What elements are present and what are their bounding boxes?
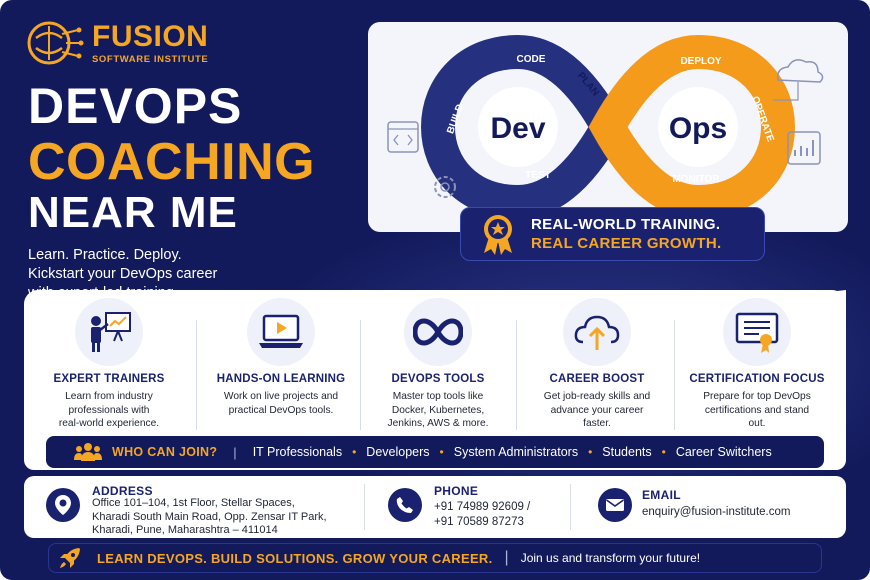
- dev-word: Dev: [490, 112, 545, 145]
- feature-title: CAREER BOOST: [549, 373, 645, 385]
- feature-title: EXPERT TRAINERS: [53, 373, 165, 385]
- contact-section: ADDRESS Office 101–104, 1st Floor, Stell…: [24, 476, 846, 538]
- brand-logo: FUSION SOFTWARE INSTITUTE: [24, 18, 208, 68]
- cloud-icon: [773, 59, 824, 101]
- phone-title: PHONE: [434, 484, 479, 498]
- gear-icon: [434, 176, 456, 198]
- stage-code: CODE: [517, 54, 546, 65]
- contact-divider: [570, 484, 571, 530]
- bullet-dot: •: [439, 445, 444, 459]
- phone-icon: [388, 488, 422, 522]
- feature-title: DEVOPS TOOLS: [391, 373, 485, 385]
- feature-desc: Prepare for top DevOps certifications an…: [703, 391, 811, 429]
- rocket-icon: [60, 548, 80, 568]
- brand-name: FUSION: [92, 19, 209, 53]
- ops-word: Ops: [669, 112, 727, 145]
- who-can-join-bar: WHO CAN JOIN? | IT Professionals • Devel…: [46, 436, 824, 468]
- tagline-line-1: Learn. Practice. Deploy.: [28, 247, 182, 263]
- feature-divider: [360, 320, 361, 430]
- separator: |: [233, 444, 237, 460]
- feature-desc: Work on live projects and practical DevO…: [223, 391, 339, 416]
- code-window-icon: [387, 121, 419, 153]
- training-badge: REAL-WORLD TRAINING. REAL CAREER GROWTH.: [460, 207, 765, 261]
- feature-career-boost: CAREER BOOST Get job-ready skills and ad…: [516, 298, 678, 431]
- address-text: Office 101–104, 1st Floor, Stellar Space…: [92, 497, 327, 536]
- infinity-icon: [413, 318, 463, 346]
- feature-divider: [674, 320, 675, 430]
- audience-item: Career Switchers: [675, 445, 772, 459]
- feature-title: HANDS-ON LEARNING: [216, 373, 346, 385]
- mail-icon: [598, 488, 632, 522]
- bullet-dot: •: [661, 445, 666, 459]
- feature-title: CERTIFICATION FOCUS: [689, 373, 825, 385]
- contact-divider: [364, 484, 365, 530]
- laptop-play-icon: [259, 314, 303, 348]
- separator: |: [504, 549, 509, 566]
- phone-numbers: +91 74989 92609 / +91 70589 87273: [434, 500, 530, 529]
- feature-desc: Master top tools like Docker, Kubernetes…: [387, 391, 489, 429]
- audience-item: Students: [602, 445, 652, 459]
- chart-icon: [787, 131, 821, 165]
- feature-desc: Learn from industry professionals with r…: [58, 391, 160, 429]
- feature-hands-on-learning: HANDS-ON LEARNING Work on live projects …: [200, 298, 362, 417]
- audience-item: System Administrators: [453, 445, 579, 459]
- feature-divider: [516, 320, 517, 430]
- stage-test: TEST: [525, 170, 551, 181]
- badge-line-2: REAL CAREER GROWTH.: [531, 235, 722, 252]
- medal-icon: [484, 215, 512, 255]
- certificate-icon: [735, 312, 779, 353]
- location-pin-icon: [46, 488, 80, 522]
- headline-line-3: NEAR ME: [28, 188, 238, 237]
- bullet-dot: •: [352, 445, 357, 459]
- tagline-line-2: Kickstart your DevOps career: [28, 266, 218, 282]
- email-address[interactable]: enquiry@fusion-institute.com: [642, 506, 791, 518]
- dev-loop: [420, 34, 628, 220]
- feature-desc: Get job-ready skills and advance your ca…: [543, 391, 651, 429]
- headline-line-2: COACHING: [28, 133, 316, 191]
- ops-loop: [588, 34, 796, 220]
- people-icon: [74, 443, 102, 461]
- who-title: WHO CAN JOIN?: [112, 445, 218, 459]
- circuit-brain-icon: [27, 21, 84, 65]
- headline: DEVOPS COACHING NEAR ME: [28, 78, 315, 236]
- badge-line-1: REAL-WORLD TRAINING.: [531, 216, 721, 233]
- audience-item: Developers: [366, 445, 430, 459]
- address-title: ADDRESS: [92, 484, 153, 498]
- feature-certification-focus: CERTIFICATION FOCUS Prepare for top DevO…: [676, 298, 838, 431]
- headline-line-1: DEVOPS: [28, 78, 243, 134]
- devops-diagram-panel: Dev Ops CODE BUILD TEST PLAN DEPLOY OPER…: [368, 22, 848, 232]
- brand-subtitle: SOFTWARE INSTITUTE: [92, 53, 209, 65]
- bottom-slogan: LEARN DEVOPS. BUILD SOLUTIONS. GROW YOUR…: [97, 550, 493, 566]
- stage-deploy: DEPLOY: [680, 56, 721, 67]
- feature-divider: [196, 320, 197, 430]
- bullet-dot: •: [588, 445, 593, 459]
- bottom-cta: Join us and transform your future!: [520, 551, 701, 565]
- bottom-banner: LEARN DEVOPS. BUILD SOLUTIONS. GROW YOUR…: [48, 543, 822, 573]
- email-title: EMAIL: [642, 488, 681, 502]
- trainer-icon: [91, 312, 131, 352]
- phone-number-1[interactable]: +91 74989 92609 /: [434, 501, 531, 513]
- phone-number-2[interactable]: +91 70589 87273: [434, 515, 524, 528]
- feature-expert-trainers: EXPERT TRAINERS Learn from industry prof…: [28, 298, 190, 431]
- feature-devops-tools: DEVOPS TOOLS Master top tools like Docke…: [357, 298, 519, 431]
- devops-infinity-diagram: Dev Ops CODE BUILD TEST PLAN DEPLOY OPER…: [387, 34, 824, 220]
- audience-item: IT Professionals: [252, 445, 343, 459]
- stage-monitor: MONITOR: [672, 174, 720, 185]
- cloud-upload-icon: [574, 315, 620, 350]
